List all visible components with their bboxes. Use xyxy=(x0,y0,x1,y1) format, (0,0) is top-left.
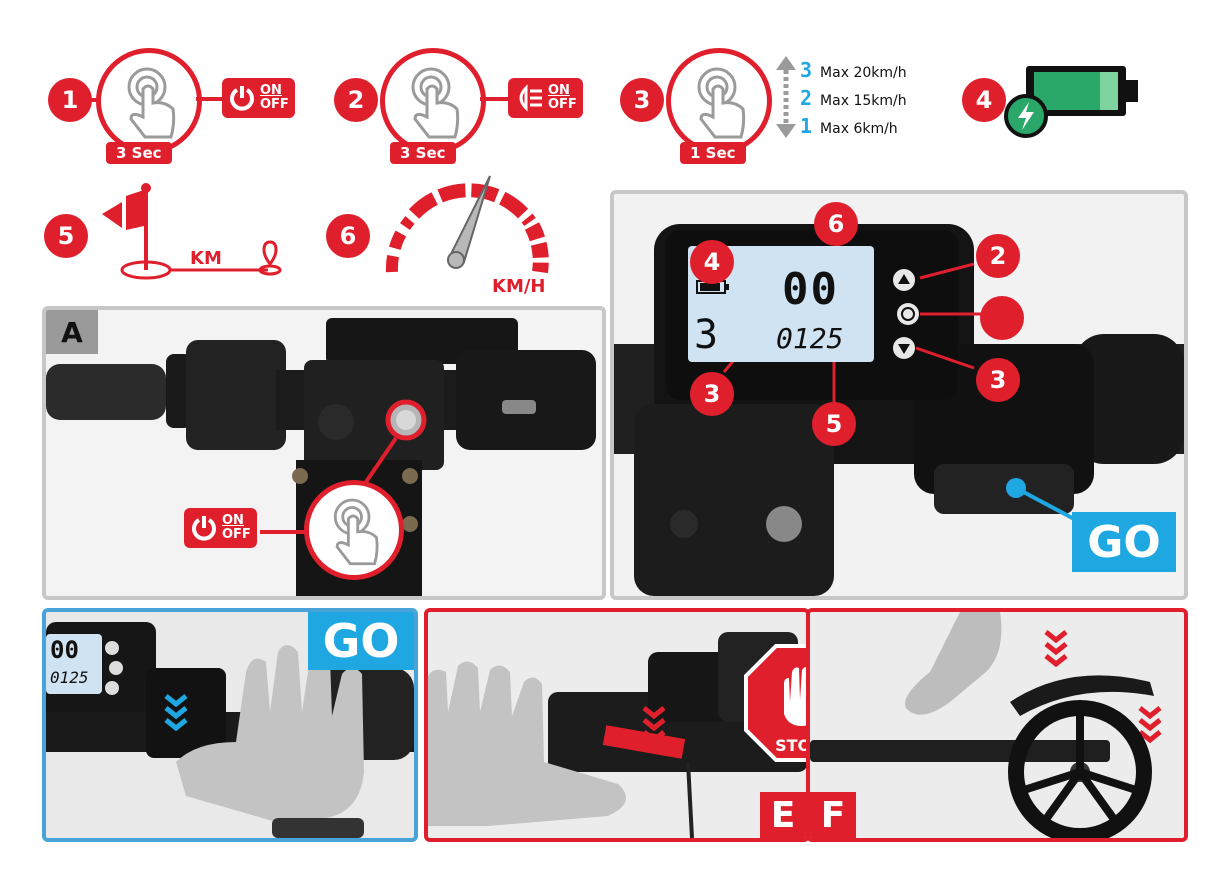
step-3-button-illustration xyxy=(666,48,772,154)
step-3-number: 3 xyxy=(620,78,664,122)
step-5-number: 5 xyxy=(44,214,88,258)
go-lcd-speed: 00 xyxy=(50,636,79,664)
trip-flag-icon xyxy=(92,180,292,285)
step-1-button-illustration xyxy=(96,48,202,154)
on-label: ON xyxy=(548,84,577,98)
step-1-duration: 3 Sec xyxy=(106,142,172,164)
go-label: GO xyxy=(308,612,414,670)
step-4-number: 4 xyxy=(962,78,1006,122)
on-label: ON xyxy=(260,84,289,98)
step-6-number: 6 xyxy=(326,214,370,258)
trip-unit: KM xyxy=(190,248,222,269)
stop-sign-label: STOP xyxy=(744,736,810,755)
panel-go-throttle: 00 0125 GO xyxy=(42,608,418,842)
step-2-button-illustration xyxy=(380,48,486,154)
callout-speed-level: 3 xyxy=(690,372,734,416)
panel-e-label: E xyxy=(760,792,806,838)
speedometer-icon xyxy=(380,172,550,282)
go-lcd-trip: 0125 xyxy=(50,668,89,687)
throttle-go-label: GO xyxy=(1072,512,1176,572)
speedometer-unit: KM/H xyxy=(492,276,546,297)
press-finger-icon xyxy=(309,485,399,575)
press-finger-icon xyxy=(671,53,767,149)
panel-display-controls: 00 3 0125 6 4 2 3 3 5 GO xyxy=(610,190,1188,600)
headlight-icon xyxy=(514,84,544,112)
step-2-line xyxy=(480,97,510,101)
step-1-number: 1 xyxy=(48,78,92,122)
callout-trip: 5 xyxy=(812,402,856,446)
lcd-speed: 00 xyxy=(782,264,839,315)
callout-light-button: 2 xyxy=(976,234,1020,278)
off-label: OFF xyxy=(548,98,577,112)
press-finger-icon xyxy=(385,53,481,149)
step-3-duration: 1 Sec xyxy=(680,142,746,164)
step-1-line xyxy=(196,97,224,101)
battery-charging-icon xyxy=(1004,60,1144,140)
off-label: OFF xyxy=(222,528,251,542)
power-icon xyxy=(190,514,218,542)
go-lcd-screen: 00 0125 xyxy=(46,634,102,694)
on-label: ON xyxy=(222,514,251,528)
step-2-duration: 3 Sec xyxy=(390,142,456,164)
panel-f-label: F xyxy=(810,792,856,838)
callout-speed: 6 xyxy=(814,202,858,246)
callout-power-button xyxy=(980,296,1024,340)
panel-f-foot-brake: F xyxy=(806,608,1188,842)
press-finger-icon xyxy=(101,53,197,149)
foot-brake-illustration xyxy=(810,612,1184,838)
up-down-arrow-icon xyxy=(774,56,798,138)
lcd-level: 3 xyxy=(694,312,718,358)
step-2-number: 2 xyxy=(334,78,378,122)
callout-battery: 4 xyxy=(690,240,734,284)
lcd-trip: 0125 xyxy=(776,322,843,355)
panel-e-brake: STOP E xyxy=(424,608,810,842)
panel-a-press-illustration xyxy=(304,480,404,580)
power-icon xyxy=(228,84,256,112)
off-label: OFF xyxy=(260,98,289,112)
callout-down-button: 3 xyxy=(976,358,1020,402)
